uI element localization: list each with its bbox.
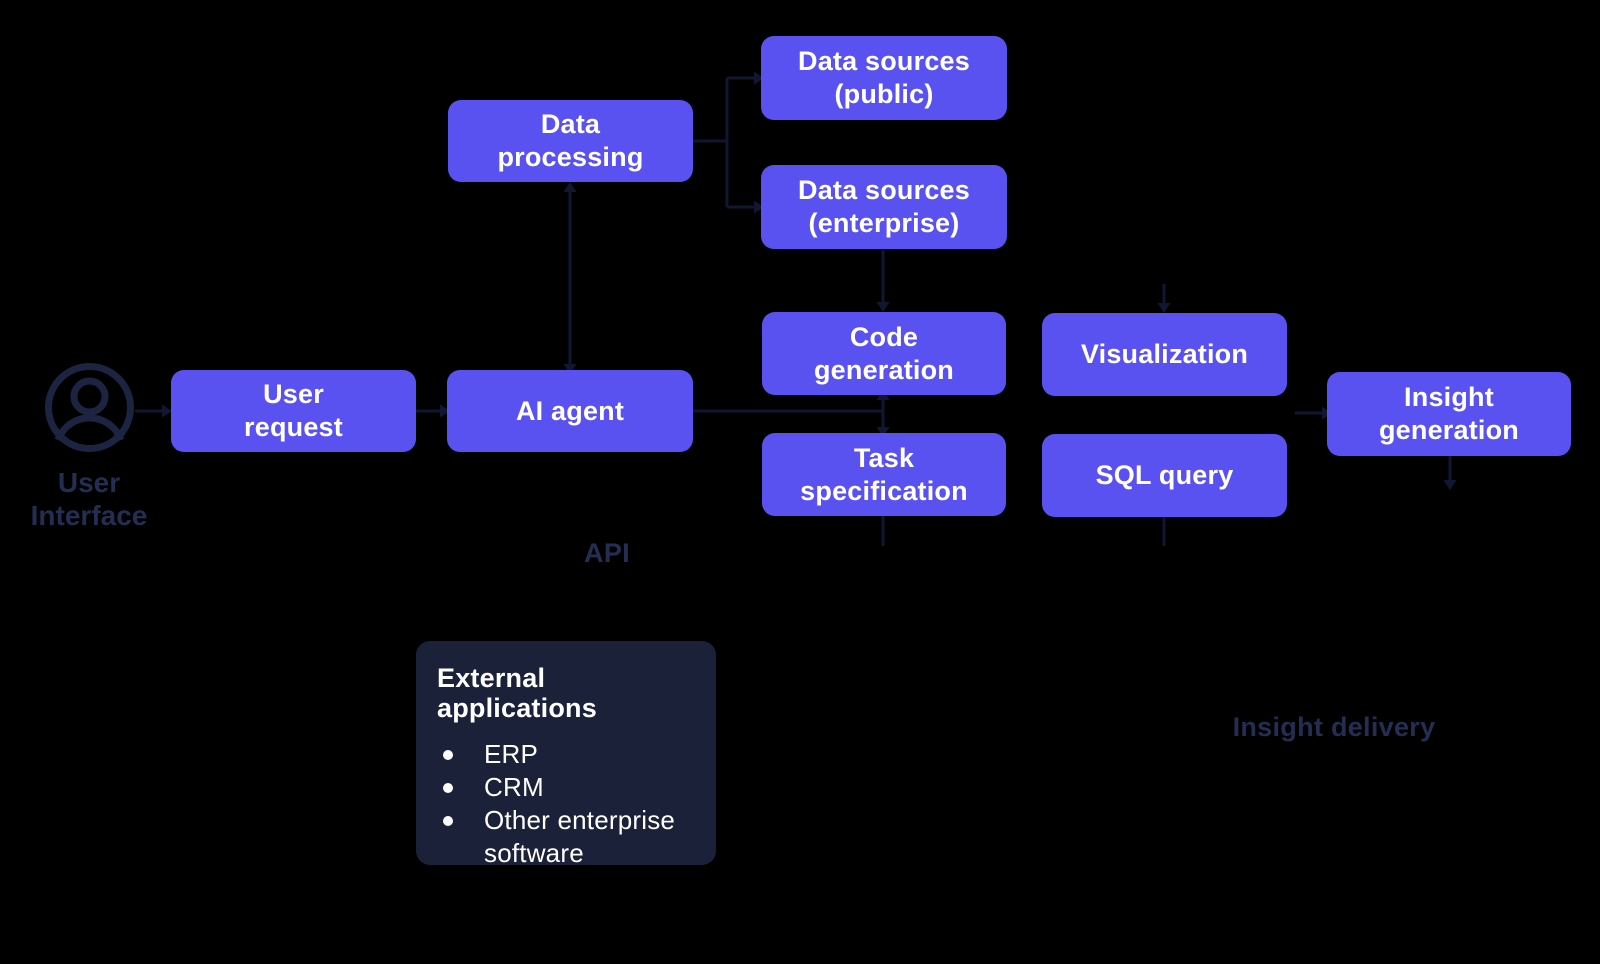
node-insight-generation: Insight generation — [1327, 372, 1571, 456]
node-ai-agent: AI agent — [447, 370, 693, 452]
node-data-sources-enterprise: Data sources (enterprise) — [761, 165, 1007, 249]
user-interface-label: User Interface — [30, 467, 148, 531]
node-data-sources-public: Data sources (public) — [761, 36, 1007, 120]
list-item-crm: CRM — [441, 771, 698, 804]
node-data-processing: Data processing — [448, 100, 693, 182]
api-label: API — [584, 538, 630, 568]
node-label: AI agent — [515, 395, 625, 426]
node-sql-query: SQL query — [1042, 434, 1287, 517]
node-label: Task specification — [800, 442, 968, 506]
user-interface-figure: User Interface — [0, 360, 178, 532]
list-item-erp: ERP — [441, 738, 698, 771]
person-in-circle-icon — [44, 363, 134, 452]
list-item-other-enterprise-software: Other enterprise software — [441, 804, 698, 870]
node-code-generation: Code generation — [762, 312, 1006, 395]
insight-delivery-label: Insight delivery — [1232, 712, 1436, 742]
external-applications-title: External applications — [437, 663, 597, 723]
node-label: Visualization — [1080, 339, 1249, 369]
node-label: SQL query — [1095, 460, 1234, 490]
node-label: Code generation — [813, 321, 955, 385]
node-label: Data sources (public) — [798, 46, 970, 109]
node-label: Data processing — [497, 109, 644, 172]
external-applications-panel: External applications ERP CRM Other ente… — [416, 641, 716, 868]
node-user-request: User request — [171, 370, 416, 452]
node-label: Data sources (enterprise) — [798, 175, 970, 238]
external-applications-list: ERP CRM Other enterprise software — [437, 738, 698, 870]
node-visualization: Visualization — [1042, 313, 1287, 396]
node-label: Insight generation — [1378, 382, 1520, 445]
node-label: User request — [244, 379, 343, 442]
node-task-specification: Task specification — [762, 433, 1006, 516]
